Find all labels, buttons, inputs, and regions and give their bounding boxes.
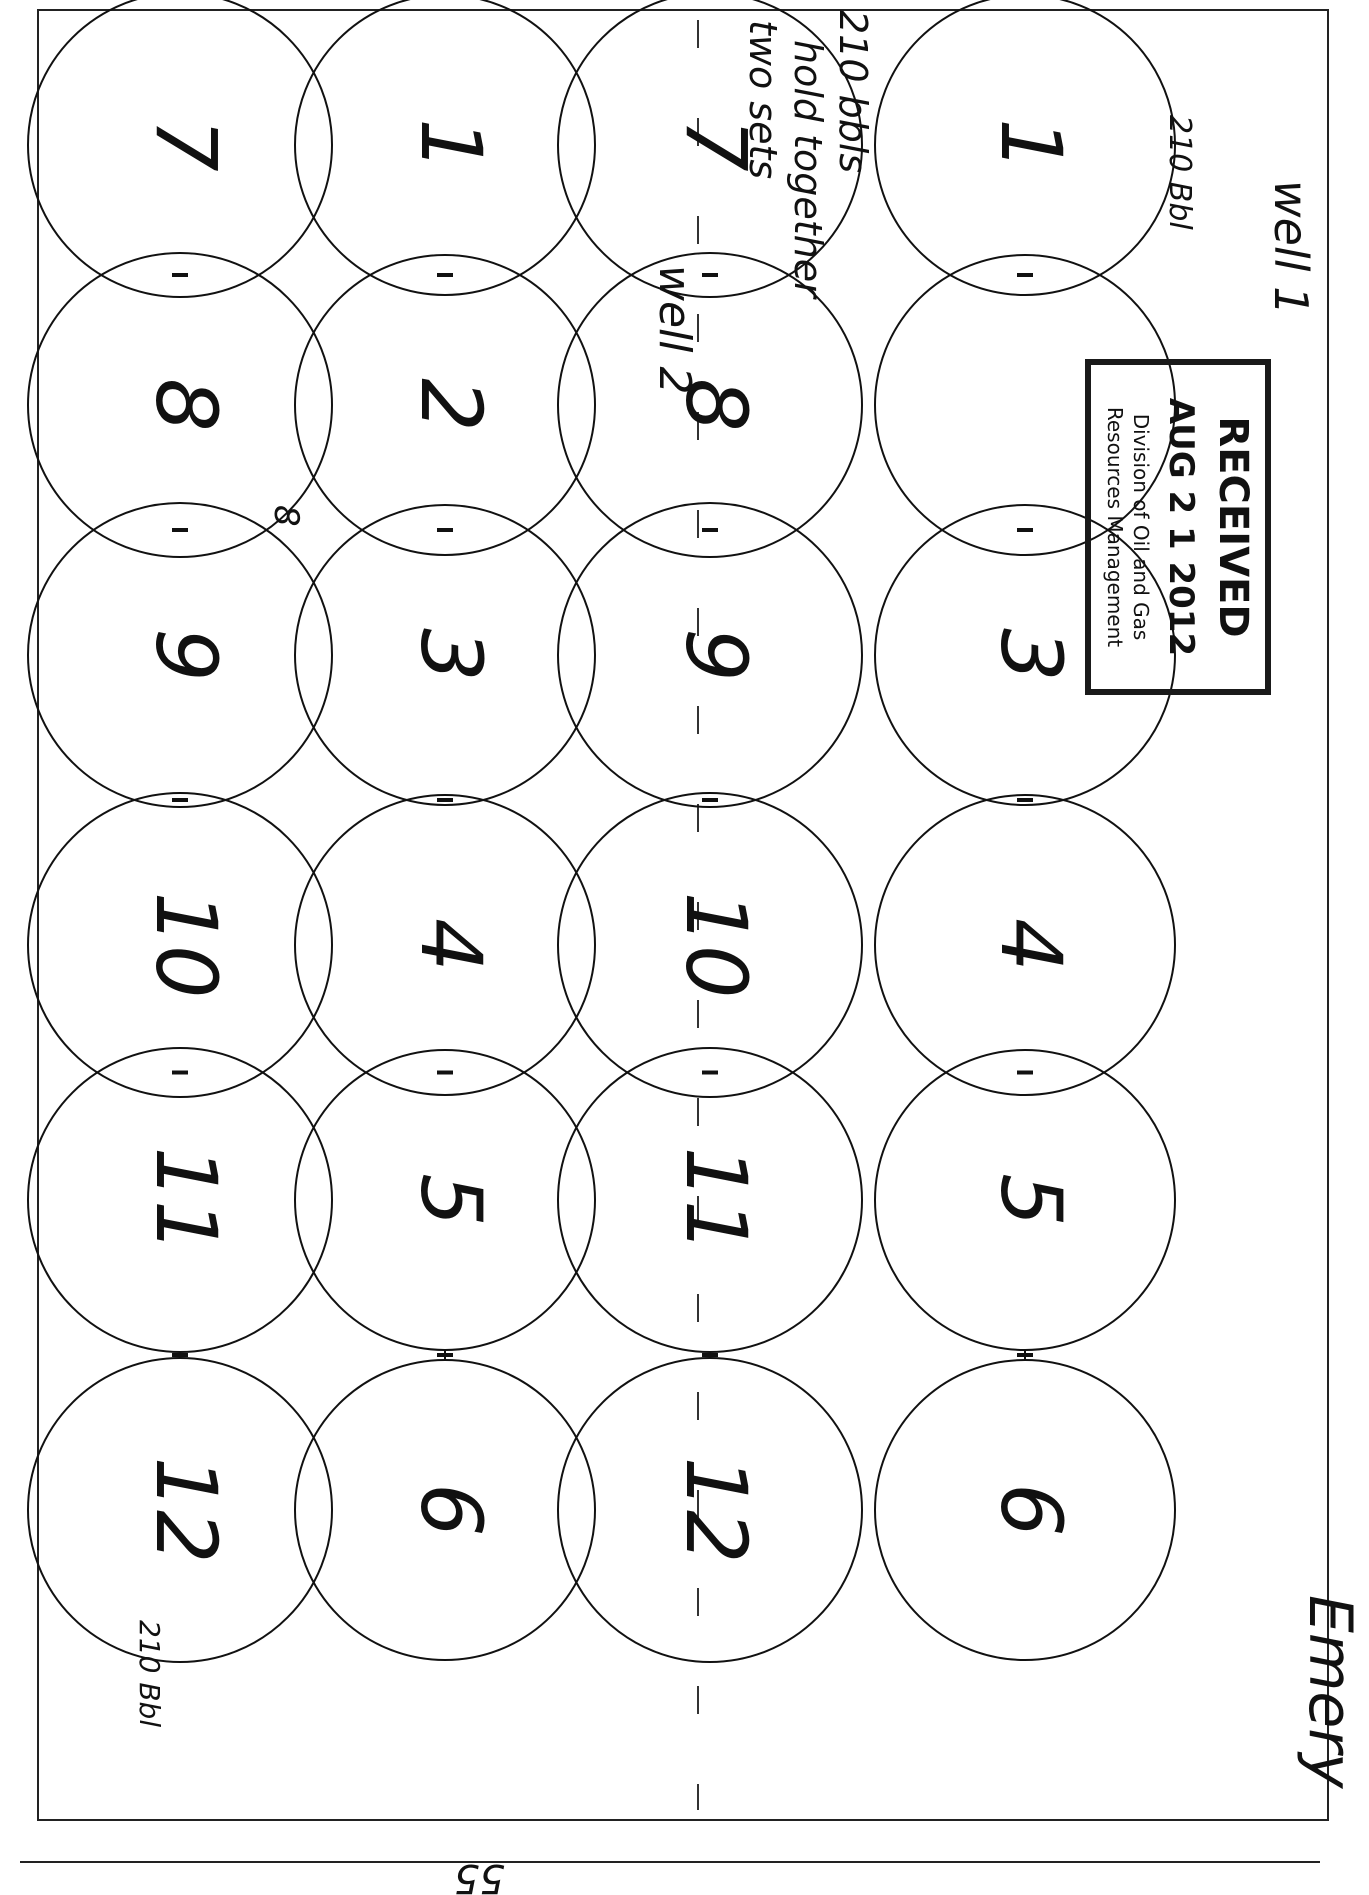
well-1-tank-number: 5 <box>982 1173 1080 1226</box>
well-1-tank-number: 4 <box>982 918 1080 971</box>
bank-far-tank-number: 8 <box>137 378 235 431</box>
well-2-label: well 2 <box>649 265 700 395</box>
bank-far-tank-number: 10 <box>137 892 235 999</box>
stamp-date: AUG 2 1 2012 <box>1161 398 1201 656</box>
well-1-tank-number: 3 <box>982 628 1080 681</box>
well-1-tank-number: 1 <box>982 118 1080 171</box>
well-2-capacity-note: 210 bbls <box>831 10 875 173</box>
well-1-tank-number: 6 <box>982 1483 1080 1536</box>
well-2-hold-note: hold together <box>786 40 830 300</box>
bank-far-tank-number: 9 <box>137 628 235 681</box>
well-1-label: well 1 <box>1264 180 1318 315</box>
bank-left-tank-number: 5 <box>402 1173 500 1226</box>
far-bank-capacity-note: 210 Bbl <box>133 1620 166 1727</box>
stamp-division: Division of Oil and Gas <box>1129 414 1153 641</box>
bank-left-tank-number: 3 <box>402 628 500 681</box>
well-2-tank-number: 11 <box>667 1147 765 1254</box>
bank-far-tank-number: 12 <box>137 1457 235 1564</box>
stamp-title: RECEIVED <box>1210 416 1256 637</box>
bank-far-tank-number: 11 <box>137 1147 235 1254</box>
page-mark: 55 <box>454 1855 505 1895</box>
far-bank-8-note: 8 <box>266 505 306 527</box>
well-2-tank-number: 9 <box>667 628 765 681</box>
well-2-tank-number: 12 <box>667 1457 765 1564</box>
bank-left-tank-number: 6 <box>402 1483 500 1536</box>
received-stamp: RECEIVED AUG 2 1 2012 Division of Oil an… <box>1088 362 1268 692</box>
bank-far-tank-number: 7 <box>137 118 235 171</box>
margin-note: Emery <box>1295 1595 1365 1790</box>
stamp-resources: Resources Management <box>1103 407 1127 647</box>
well-2-sets-note: two sets <box>741 20 785 179</box>
well-2-tank-number: 10 <box>667 892 765 999</box>
bank-left-tank-number: 4 <box>402 918 500 971</box>
bank-left-tank-number: 1 <box>402 118 500 171</box>
bank-left-tank-number: 2 <box>402 378 500 431</box>
well-1-capacity-note: 210 Bbl <box>1162 115 1197 230</box>
